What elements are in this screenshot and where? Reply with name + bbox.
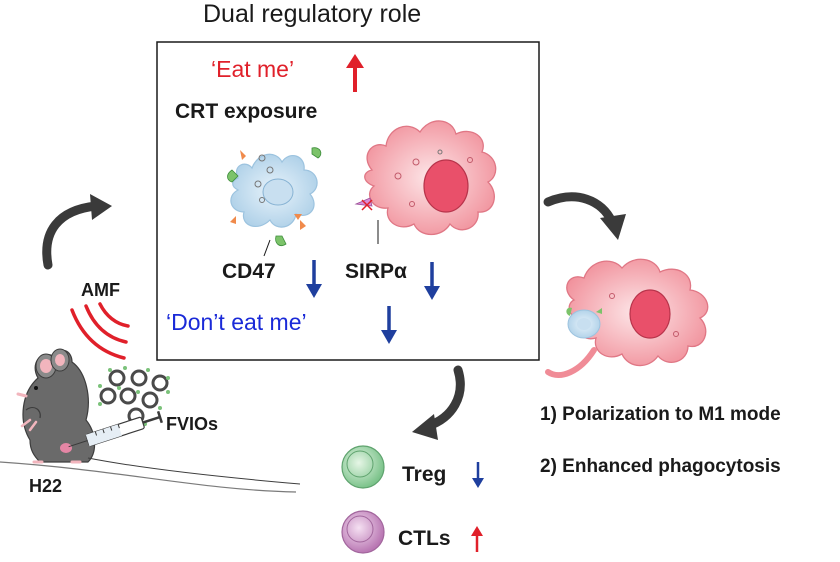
amf-label: AMF [81, 280, 120, 300]
treg-down-arrow-icon [472, 462, 484, 488]
m1-macrophage-icon [545, 258, 709, 379]
left-curved-arrow [42, 201, 101, 270]
cd47-label: CD47 [222, 260, 276, 283]
h22-label: H22 [29, 476, 63, 496]
up-arrow-icon [346, 54, 364, 92]
polarization-outcome: 1) Polarization to M1 mode [540, 404, 781, 425]
ground-curve [0, 461, 297, 493]
ctl-cell-icon [341, 510, 385, 554]
amf-wave-icon [70, 302, 130, 360]
sirpa-label: SIRPα [345, 260, 407, 283]
ctl-up-arrow-icon [471, 526, 483, 552]
fvios-label: FVIOs [166, 414, 219, 434]
dont-eat-me-down-arrow-icon [381, 306, 397, 344]
treg-label: Treg [402, 463, 447, 486]
right-curved-arrowhead [600, 214, 626, 240]
eat-me-label: ‘Eat me’ [211, 56, 295, 82]
treg-cell-icon [341, 445, 385, 489]
mouse-tail [87, 457, 301, 485]
ctls-label: CTLs [398, 527, 451, 550]
dont-eat-me-label: ‘Don’t eat me’ [166, 309, 307, 335]
macrophage-icon [354, 120, 497, 244]
right-curved-arrow [543, 192, 617, 227]
mouse-icon [16, 348, 96, 464]
phagocytosis-outcome: 2) Enhanced phagocytosis [540, 456, 781, 477]
crt-exposure-label: CRT exposure [175, 100, 318, 123]
fvio-particles-icon [98, 366, 170, 426]
left-curved-arrowhead [90, 194, 112, 220]
cd47-down-arrow-icon [306, 260, 322, 298]
sirpa-down-arrow-icon [424, 262, 440, 300]
syringe-icon [68, 410, 163, 448]
figure-title: Dual regulatory role [203, 0, 422, 28]
down-curved-arrowhead [412, 414, 438, 440]
tumor-cell-icon [227, 147, 322, 257]
